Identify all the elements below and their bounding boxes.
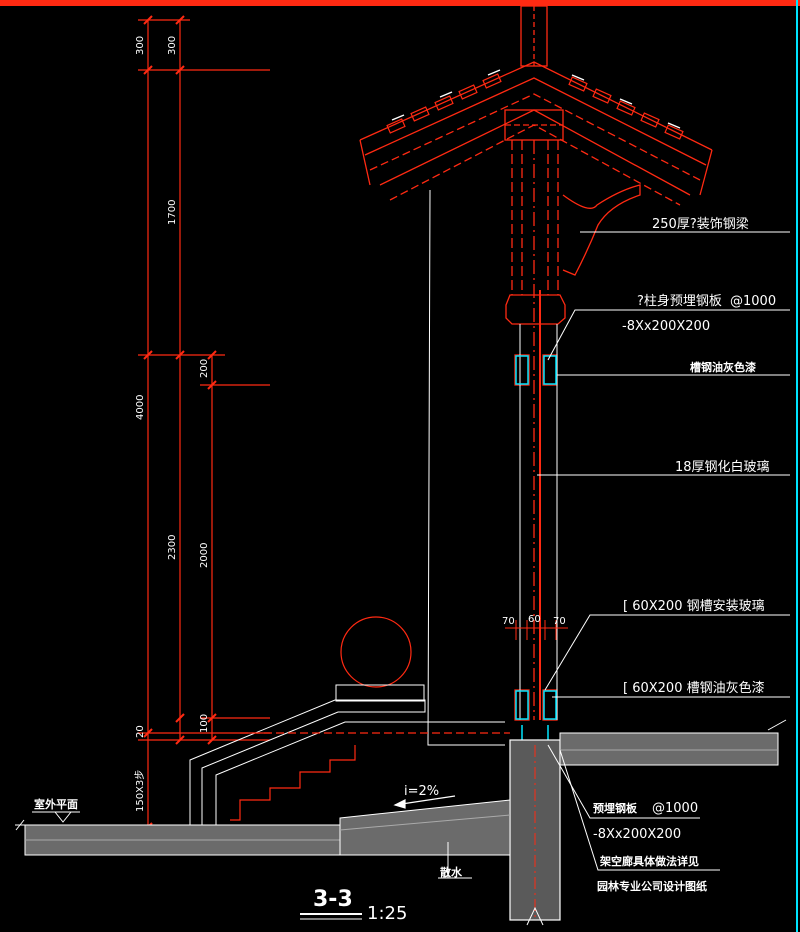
ball-finial: [340, 616, 412, 688]
drain-leader: [438, 842, 472, 879]
ground-level-marker: [32, 811, 80, 823]
roof-tiles: [386, 73, 684, 140]
dim-2300: 2300: [167, 535, 178, 560]
label-embed-plate-top-size: -8Xx200X200: [622, 319, 710, 334]
dim-4000: 4000: [135, 395, 146, 420]
ground-slabs: [15, 719, 787, 856]
foundation: [509, 739, 561, 926]
dim-1700: 1700: [167, 200, 178, 225]
label-channel-paint-top: 槽钢油灰色漆: [690, 360, 756, 374]
dim-200: 200: [199, 359, 210, 378]
dim-2000: 2000: [199, 543, 210, 568]
roof-tile-highlights: [391, 69, 681, 129]
column-structure: [505, 140, 641, 721]
drain-label: 散水: [440, 865, 463, 879]
dim-150x3-steps: 150X3步: [134, 770, 146, 812]
left-dimension-chain: [138, 19, 270, 830]
label-channel-paint-bottom: [ 60X200 槽钢油灰色漆: [623, 680, 765, 696]
section-title: 3-3: [313, 887, 353, 912]
ground-level-label: 室外平面: [34, 797, 78, 811]
slope-label: i=2%: [404, 784, 439, 799]
slope-arrow: [393, 795, 456, 809]
note-line-1: 架空廊具体做法详见: [599, 854, 699, 868]
label-embed-plate-bottom-spacing: @1000: [652, 801, 698, 816]
label-roof-plate: 250厚?装饰钢梁: [652, 217, 749, 232]
top-border-bar: [0, 0, 800, 6]
roof-structure: [359, 5, 713, 206]
label-channel-glass: [ 60X200 钢槽安装玻璃: [623, 599, 765, 614]
dim-col-60: 60: [528, 614, 541, 625]
dim-left-300: 300: [135, 36, 146, 55]
dim-right-300: 300: [167, 36, 178, 55]
section-title-underline: [300, 913, 362, 920]
label-glass: 18厚钢化白玻璃: [675, 459, 770, 475]
leader-lines: [537, 231, 790, 871]
steel-channel-markers: [515, 355, 557, 745]
dim-col-70-left: 70: [502, 616, 515, 627]
steps: [230, 732, 510, 821]
column-outline: [519, 324, 558, 720]
label-embed-plate-bottom-size: -8Xx200X200: [593, 827, 681, 842]
note-line-2: 园林专业公司设计图纸: [597, 879, 707, 893]
dim-col-70-right: 70: [553, 616, 566, 627]
garden-wall: [189, 189, 505, 825]
label-embed-plate-bottom: 预埋钢板: [593, 801, 638, 815]
dim-20: 20: [135, 725, 146, 738]
label-embed-plate-top: ?柱身预埋钢板: [637, 293, 722, 309]
section-scale: 1:25: [367, 903, 407, 924]
dim-100: 100: [199, 714, 210, 733]
column-width-dims: [505, 620, 568, 640]
label-embed-plate-top-spacing: @1000: [730, 294, 776, 309]
